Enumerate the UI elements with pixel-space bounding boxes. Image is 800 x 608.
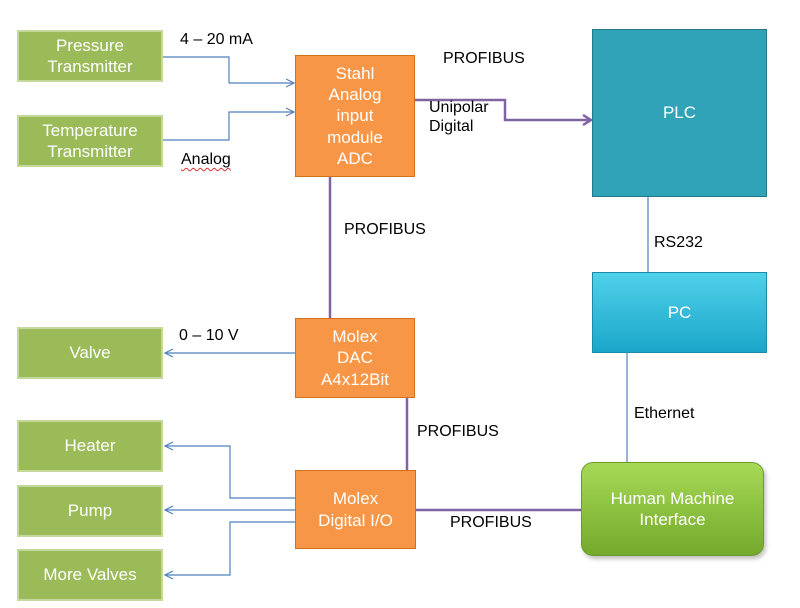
profibus-top-label: PROFIBUS <box>443 50 525 67</box>
analog-label: Analog <box>181 151 231 168</box>
hmi-node: Human Machine Interface <box>581 462 764 556</box>
pc-node: PC <box>592 272 767 353</box>
valve-node: Valve <box>17 327 163 379</box>
pump-node: Pump <box>17 485 163 537</box>
adc-to-plc-bus <box>415 98 591 120</box>
unipolar-digital-label: Unipolar Digital <box>429 99 489 136</box>
profibus-bottom-label: PROFIBUS <box>450 514 532 531</box>
temperature-transmitter-node: Temperature Transmitter <box>17 115 163 167</box>
voltage-0-10v-label: 0 – 10 V <box>179 327 239 344</box>
rs232-label: RS232 <box>654 234 703 251</box>
molex-dac-module: Molex DAC A4x12Bit <box>295 318 415 398</box>
molex-digital-io-module: Molex Digital I/O <box>295 470 416 549</box>
stahl-adc-module: Stahl Analog input module ADC <box>295 55 415 177</box>
pressure-transmitter-node: Pressure Transmitter <box>17 30 163 82</box>
current-4-20ma-label: 4 – 20 mA <box>180 31 253 48</box>
profibus-lower-label: PROFIBUS <box>417 423 499 440</box>
ethernet-label: Ethernet <box>634 405 695 422</box>
plc-node: PLC <box>592 29 767 197</box>
heater-node: Heater <box>17 420 163 472</box>
pressure-to-adc-line <box>163 56 294 83</box>
profibus-middle-label: PROFIBUS <box>344 221 426 238</box>
dio-to-heater-line <box>165 446 295 499</box>
dio-to-more-valves-line <box>165 521 295 575</box>
more-valves-node: More Valves <box>17 549 163 601</box>
temperature-to-adc-line <box>163 112 294 141</box>
